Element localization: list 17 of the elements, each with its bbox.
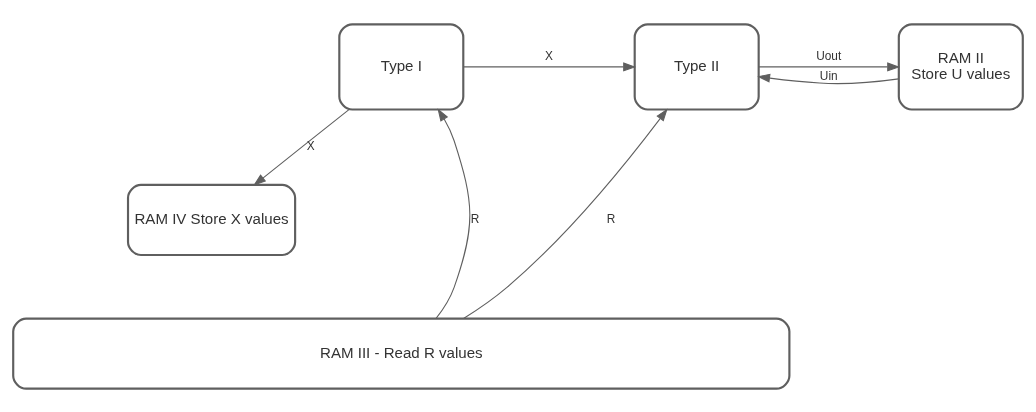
edge-label: Uout [816,48,842,63]
edge-label: X [545,48,553,63]
node-box: Type II [633,22,760,111]
arrow [463,107,668,319]
arrow [435,107,471,319]
node-box: RAM II Store U values [897,22,1024,111]
arrow [253,108,350,186]
node-box: Type I [338,22,465,111]
arrow [463,61,637,71]
arrow [758,61,901,71]
node-box: RAM III - Read R values [12,317,791,390]
edge-label: R [470,211,480,226]
edge-label: Uin [819,68,838,83]
edge-label: X [306,138,315,153]
arrow [757,73,900,84]
node-box: RAM IV Store X values [126,183,297,256]
edge-label: R [606,211,616,226]
